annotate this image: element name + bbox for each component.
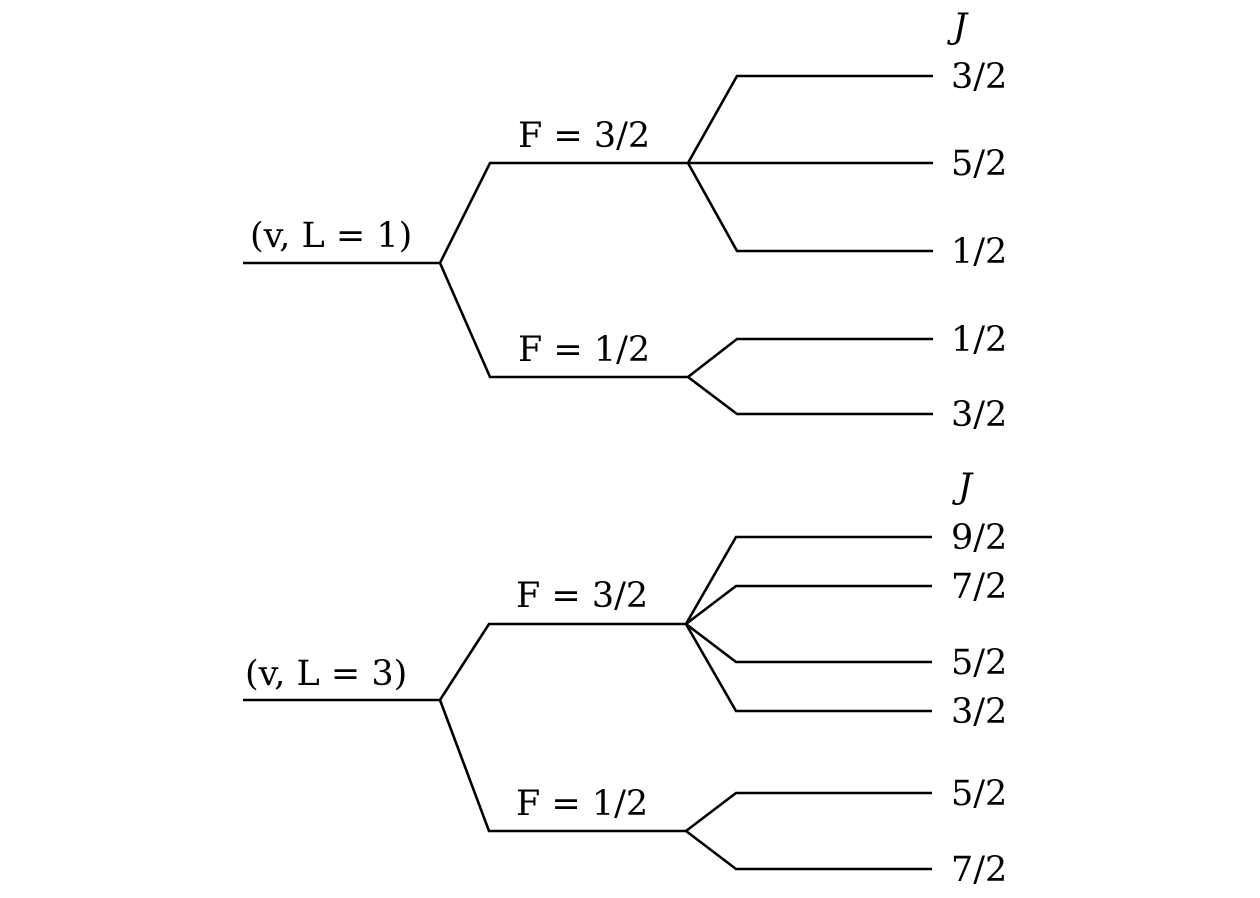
j-line-l1-f12-1 <box>687 337 933 379</box>
level-label-l3: (v, L = 3) <box>245 654 407 694</box>
diagram-l1: (v, L = 1) F = 3/2 F = 1/2 J 3/2 5/2 1/2… <box>243 7 1007 435</box>
level-label-l1: (v, L = 1) <box>250 216 412 256</box>
branch-l1-f12-line <box>438 262 688 379</box>
branch-l3-f12-line <box>438 699 686 833</box>
j-line-l3-f12-1 <box>685 791 932 833</box>
j-value-l1-f12-1: 1/2 <box>951 320 1007 360</box>
j-line-l3-f32-3 <box>685 622 932 664</box>
j-value-l1-f32-2: 5/2 <box>951 144 1007 184</box>
j-line-l3-f12-2 <box>685 829 932 871</box>
j-line-l3-f32-4 <box>684 623 932 713</box>
j-value-l3-f32-3: 5/2 <box>951 643 1007 683</box>
j-value-l3-f32-2: 7/2 <box>951 567 1007 607</box>
j-line-l1-f32-3 <box>686 162 933 253</box>
j-value-l3-f32-1: 9/2 <box>951 518 1007 558</box>
j-value-l1-f32-1: 3/2 <box>951 57 1007 97</box>
j-header-l3: J <box>952 467 974 507</box>
branch-label-l1-f32: F = 3/2 <box>518 116 650 156</box>
j-value-l1-f12-2: 3/2 <box>951 395 1007 435</box>
j-header-l1: J <box>947 7 969 47</box>
j-value-l3-f12-1: 5/2 <box>951 774 1007 814</box>
j-line-l1-f12-2 <box>687 375 933 416</box>
branch-label-l1-f12: F = 1/2 <box>518 330 650 370</box>
j-value-l3-f32-4: 3/2 <box>951 692 1007 732</box>
level-l3-line <box>243 622 686 702</box>
branch-label-l3-f32: F = 3/2 <box>516 576 648 616</box>
j-line-l3-f32-2 <box>685 584 932 626</box>
j-line-l3-f32-1 <box>684 535 932 625</box>
diagram-l3: (v, L = 3) F = 3/2 F = 1/2 J 9/2 7/2 5/2… <box>243 467 1007 890</box>
level-l1-line <box>243 161 688 265</box>
j-line-l1-f32-1 <box>686 74 933 164</box>
branch-label-l3-f12: F = 1/2 <box>516 784 648 824</box>
j-value-l3-f12-2: 7/2 <box>951 850 1007 890</box>
j-value-l1-f32-3: 1/2 <box>951 232 1007 272</box>
